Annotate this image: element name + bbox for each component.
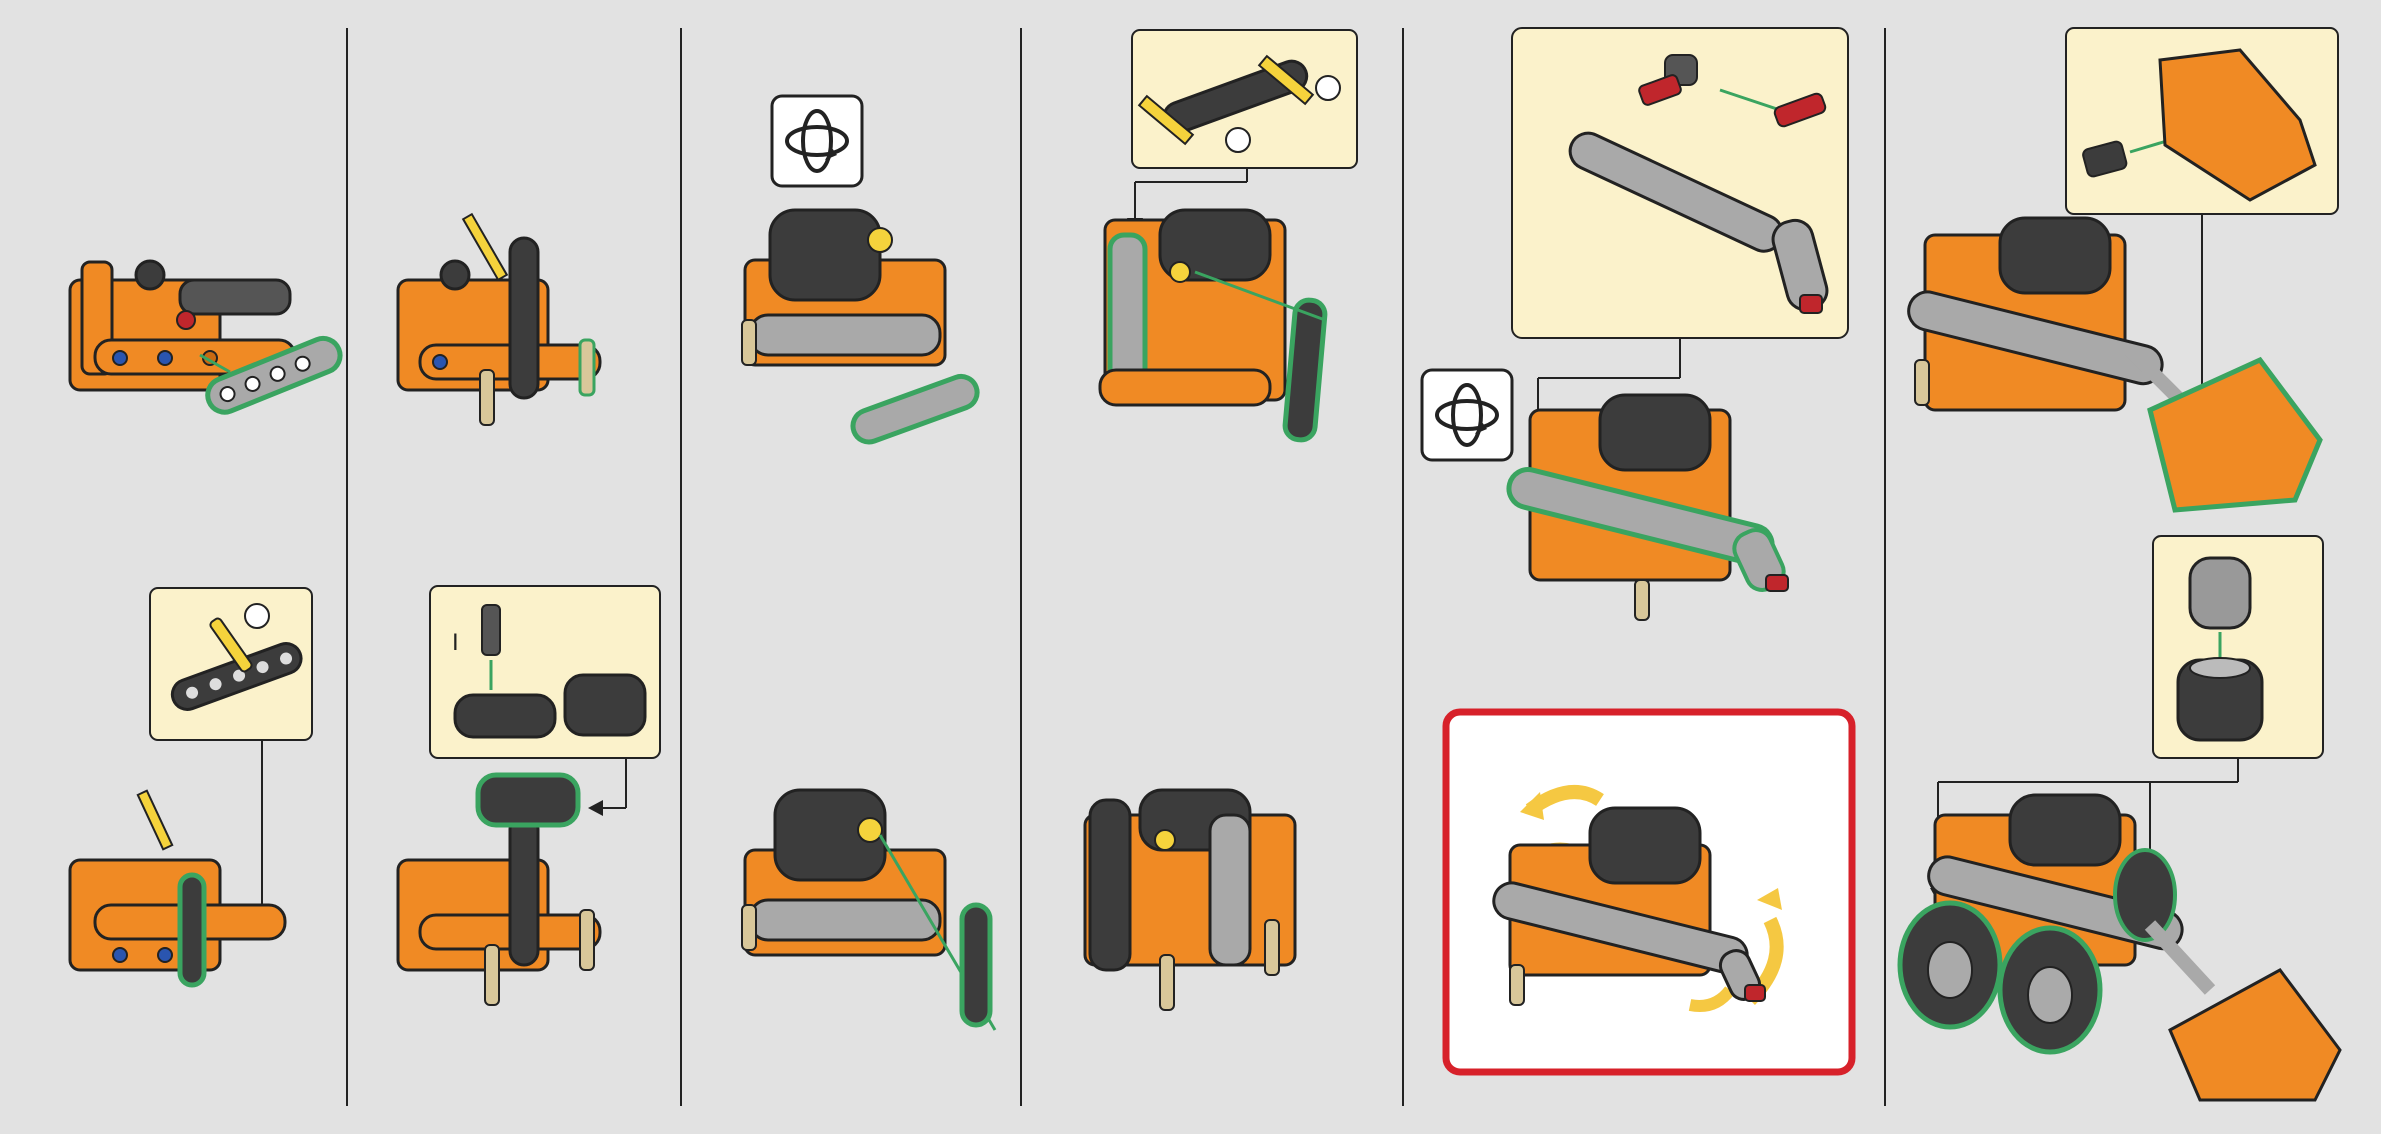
step-col5-bottom [1446,712,1852,1072]
step-col3-bottom [742,790,995,1030]
rotate-icon [772,96,862,186]
step-col4-bottom [1085,790,1295,1010]
arrow-head [588,800,603,816]
callout-box [150,588,312,740]
step-col6-top [1905,28,2338,510]
step-col1-top [70,261,345,417]
model-orange-base [70,791,285,985]
callout-box [1132,30,1357,168]
step-col6-bottom [1900,536,2340,1100]
wheel [2115,850,2175,940]
callout-box: I [430,586,660,758]
step-col3-top [742,96,982,446]
step-col5-top [1422,28,1848,620]
callout-box [1512,28,1848,338]
rotate-icon [1422,370,1512,460]
step-col2-top [398,214,600,425]
step-col4-top [1100,30,1357,441]
step-col2-bottom: I [398,586,660,1005]
callout-box [2153,536,2323,758]
step-col1-bottom [70,588,312,985]
callout-label: I [452,629,459,656]
callout-box [2066,28,2338,214]
